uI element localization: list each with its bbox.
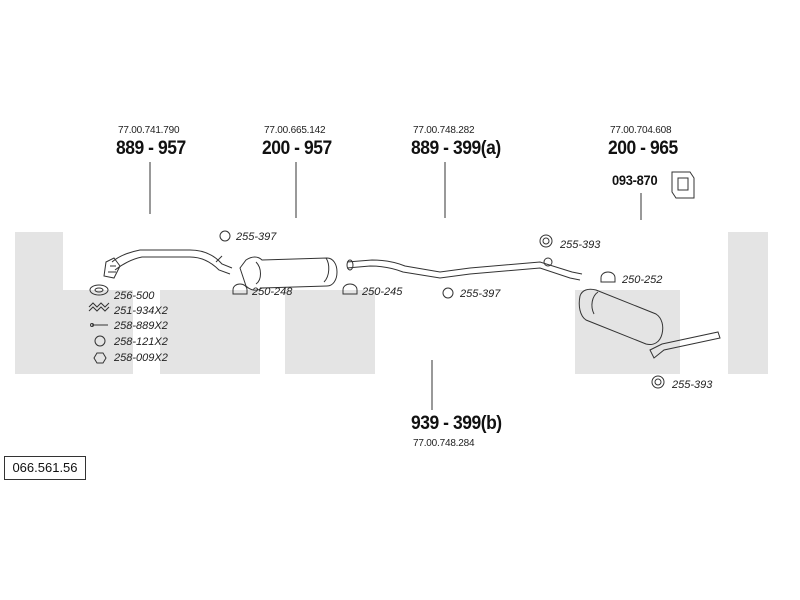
- rear-silencer: [578, 288, 664, 345]
- hardware-label[interactable]: 255-393: [560, 239, 601, 251]
- nut-icon: [93, 352, 107, 364]
- watermark-letter-b: [63, 290, 133, 374]
- clamp-icon: [232, 283, 248, 295]
- watermark-letter-l: [728, 232, 768, 374]
- part-number[interactable]: 939 - 399(b): [411, 413, 502, 434]
- catalog-code: 066.561.56: [4, 456, 86, 480]
- watermark-letter-s: [285, 290, 375, 374]
- front-pipe-flange: [103, 257, 121, 279]
- bracket-part-number[interactable]: 093-870: [612, 172, 658, 188]
- hardware-label[interactable]: 255-397: [460, 288, 501, 300]
- tail-pipe: [649, 331, 721, 359]
- watermark-letter-o: [160, 290, 260, 374]
- hardware-label[interactable]: 255-397: [236, 231, 277, 243]
- hardware-label[interactable]: 250-245: [362, 286, 403, 298]
- clamp-ring-icon: [442, 287, 454, 299]
- kit-label[interactable]: 258-121X2: [114, 336, 168, 348]
- kit-label[interactable]: 258-009X2: [114, 352, 168, 364]
- hardware-label[interactable]: 250-248: [252, 286, 293, 298]
- hardware-label[interactable]: 250-252: [622, 274, 663, 286]
- hardware-label[interactable]: 255-393: [672, 379, 713, 391]
- spring-icon: [88, 302, 110, 308]
- washer-icon: [94, 335, 106, 347]
- front-pipe: [114, 256, 231, 275]
- part-ref: 77.00.704.608: [610, 125, 672, 136]
- clamp-icon: [342, 283, 358, 295]
- part-number[interactable]: 889 - 957: [116, 138, 186, 159]
- part-ref: 77.00.665.142: [264, 125, 326, 136]
- intermediate-pipe: [346, 259, 583, 275]
- rubber-mount-icon: [539, 234, 553, 248]
- part-number[interactable]: 889 - 399(a): [411, 138, 501, 159]
- center-silencer: [239, 256, 338, 291]
- watermark-letter-b: [15, 232, 63, 374]
- front-pipe: [111, 249, 233, 269]
- clamp-icon: [600, 271, 616, 283]
- part-ref: 77.00.741.790: [118, 125, 180, 136]
- intermediate-pipe: [346, 265, 581, 281]
- gasket-icon: [89, 284, 109, 296]
- part-ref: 77.00.748.282: [413, 125, 475, 136]
- rubber-mount-icon: [651, 375, 665, 389]
- clamp-ring-icon: [219, 230, 231, 242]
- part-number[interactable]: 200 - 965: [608, 138, 678, 159]
- kit-label[interactable]: 256-500: [114, 290, 155, 302]
- kit-label[interactable]: 251-934X2: [114, 305, 168, 317]
- part-ref: 77.00.748.284: [413, 438, 475, 449]
- part-number[interactable]: 200 - 957: [262, 138, 332, 159]
- bracket-icon: [671, 171, 695, 199]
- kit-label[interactable]: 258-889X2: [114, 320, 168, 332]
